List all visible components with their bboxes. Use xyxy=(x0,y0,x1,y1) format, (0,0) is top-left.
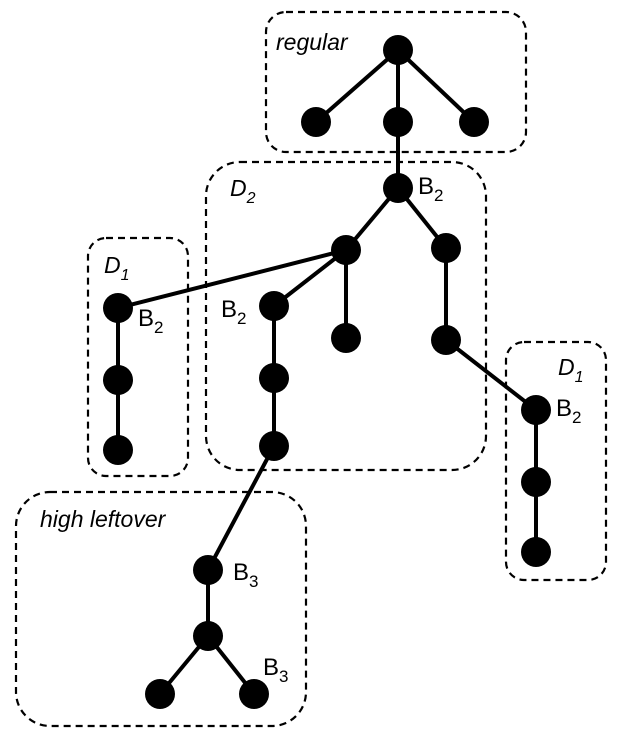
node-label-b2: B2 xyxy=(418,173,443,205)
tree-node xyxy=(331,323,361,353)
tree-node xyxy=(259,431,289,461)
node-group xyxy=(103,35,551,709)
tree-node xyxy=(103,365,133,395)
tree-edge xyxy=(272,248,348,308)
node-label-b2: B2 xyxy=(138,305,163,337)
region-d2 xyxy=(204,160,488,472)
tree-node xyxy=(383,35,413,65)
node-label-b3: B3 xyxy=(263,654,288,686)
node-label-b3: B3 xyxy=(233,559,258,591)
tree-edge xyxy=(314,48,400,124)
tree-edge xyxy=(206,444,276,572)
tree-edge xyxy=(116,248,348,310)
tree-node xyxy=(459,107,489,137)
edge-group xyxy=(116,48,538,696)
tree-node xyxy=(259,363,289,393)
tree-node xyxy=(193,555,223,585)
region-d1-left xyxy=(86,236,190,478)
tree-node xyxy=(239,679,269,709)
tree-node xyxy=(521,395,551,425)
tree-node xyxy=(259,291,289,321)
tree-node xyxy=(383,173,413,203)
tree-node xyxy=(103,435,133,465)
tree-node xyxy=(521,467,551,497)
tree-node xyxy=(331,235,361,265)
tree-node xyxy=(301,107,331,137)
tree-node xyxy=(521,537,551,567)
node-label-b2: B2 xyxy=(556,395,581,427)
tree-edge xyxy=(444,338,538,412)
region-high-leftover xyxy=(14,490,308,728)
node-label-b2: B2 xyxy=(221,296,246,328)
tree-edge xyxy=(396,48,476,124)
tree-node xyxy=(431,233,461,263)
region-d1-right xyxy=(504,340,608,582)
region-label-d1-right: D1 xyxy=(558,354,584,386)
tree-node xyxy=(193,621,223,651)
tree-node xyxy=(145,679,175,709)
region-label-high-leftover: high leftover xyxy=(40,506,167,532)
tree-node xyxy=(383,107,413,137)
region-label-d1-left: D1 xyxy=(104,252,130,284)
tree-node xyxy=(431,325,461,355)
region-label-regular: regular xyxy=(276,29,349,55)
region-label-d2: D2 xyxy=(230,175,256,207)
tree-node xyxy=(103,293,133,323)
